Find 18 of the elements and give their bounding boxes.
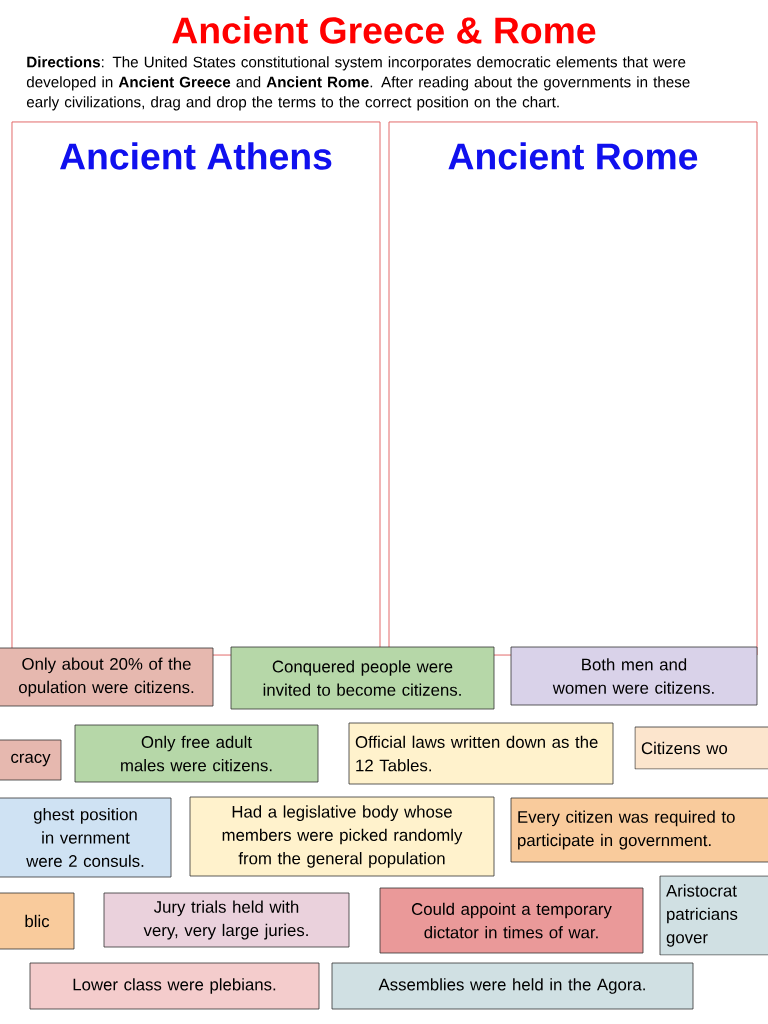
- term-card: Only about 20% of the opulation were citizens.: [0, 647, 214, 707]
- term-card: Every citizen was required to participate in government.: [510, 797, 768, 863]
- term-card: Lower class were plebians.: [29, 962, 320, 1010]
- term-card: Could appoint a temporary dictator in times of war.: [379, 887, 644, 954]
- term-card: Jury trials held with very, very large juries.: [103, 892, 350, 948]
- term-card: Had a legislative body whose members were picked randomly from the general population: [189, 796, 495, 877]
- term-card: ghest position in vernment were 2 consuls.: [0, 797, 172, 878]
- term-card: Assemblies were held in the Agora.: [331, 962, 694, 1010]
- term-card: Aristocrat patricians gover: [659, 875, 768, 956]
- term-card: Official laws written down as the 12 Tables.: [348, 722, 614, 785]
- term-card: cracy: [0, 739, 62, 781]
- term-card: Only free adult males were citizens.: [74, 724, 319, 783]
- term-card: Conquered people were invited to become citizens.: [230, 646, 495, 710]
- term-card: Citizens wo: [634, 726, 768, 770]
- title: Ancient Greece & Rome: [172, 16, 596, 44]
- term-card: Both men and women were citizens.: [510, 646, 758, 706]
- directions-text: Directions: The United States constitutional system incorporates democratic elements that were developed in Ancient Greece and Ancient Rome. After reading about the governments in these early civilizations, drag and drop the terms to the correct position on the chart.: [26, 56, 690, 111]
- term-card: blic: [0, 892, 75, 950]
